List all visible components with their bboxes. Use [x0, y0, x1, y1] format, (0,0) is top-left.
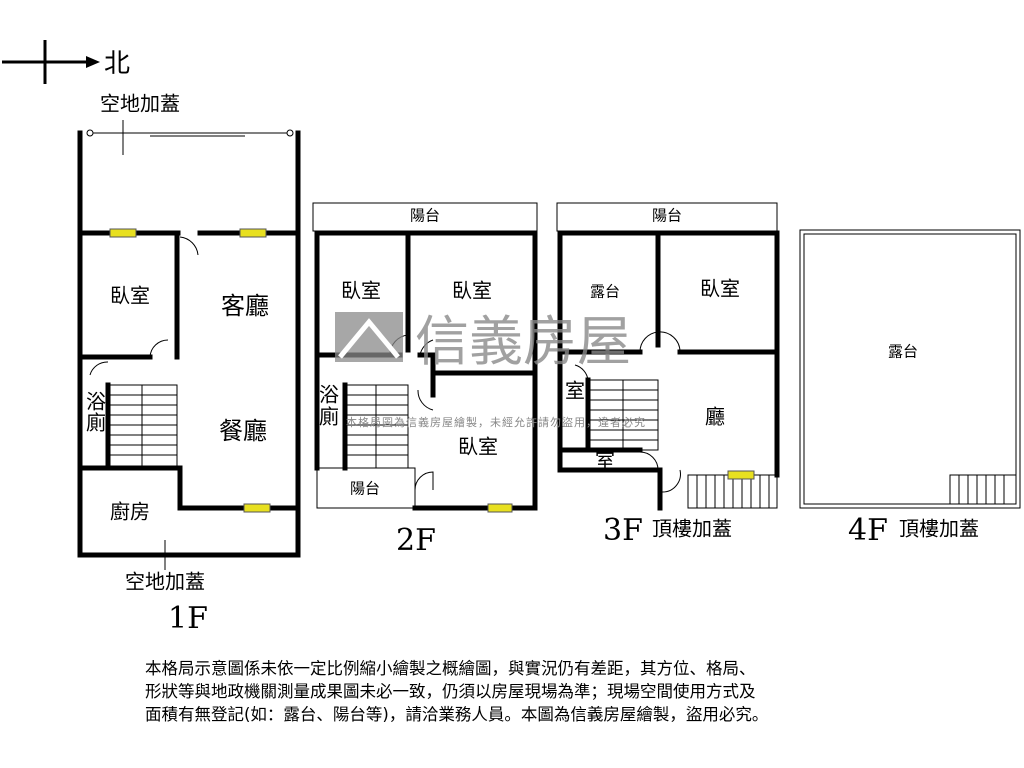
watermark-logo-text: 信義房屋 [415, 310, 631, 373]
floor-4f: 露台 4F 頂樓加蓋 [799, 229, 1021, 548]
rooftop-addition-label: 頂樓加蓋 [899, 517, 979, 541]
watermark: 信義房屋 本格局圖為信義房屋繪製，未經允許請勿盜用，違者必究 [335, 310, 646, 429]
terrace-label: 露台 [888, 343, 918, 361]
floor-3f: 陽台 露台 臥室 室 廳 室 3F 頂樓加蓋 [556, 202, 780, 548]
stairs-2f [342, 382, 409, 471]
bath-label-1: 浴 [319, 383, 339, 407]
hall-label: 廳 [705, 405, 725, 429]
top-yard-label: 空地加蓋 [100, 92, 180, 116]
balcony-bottom-label: 陽台 [350, 480, 380, 498]
floor-label-1f: 1F [168, 601, 208, 636]
room-a-label: 室 [565, 379, 585, 403]
bath-label-2: 廁 [86, 411, 106, 435]
living-room-label: 客廳 [221, 292, 269, 320]
bath-label-1: 浴 [86, 390, 106, 414]
bedroom-label: 臥室 [700, 277, 740, 301]
north-label: 北 [104, 49, 130, 79]
balcony-top-label: 陽台 [652, 207, 682, 225]
terrace-label: 露台 [590, 283, 620, 301]
compass: 北 [2, 40, 130, 84]
bedroom-c-label: 臥室 [458, 435, 498, 459]
disclaimer-line: 形狀等與地政機關測量成果圖未必一致，仍須以房屋現場為準；現場空間使用方式及 [145, 682, 756, 701]
north-arrow-icon [86, 56, 100, 68]
dining-room-label: 餐廳 [219, 417, 267, 445]
watermark-notice: 本格局圖為信義房屋繪製，未經允許請勿盜用，違者必究 [346, 415, 646, 429]
floor-label-4f: 4F [848, 513, 888, 548]
balcony-top-label: 陽台 [410, 207, 440, 225]
bedroom-label: 臥室 [110, 284, 150, 308]
stairs-3f [585, 377, 659, 453]
disclaimer-line: 本格局示意圖係未依一定比例縮小繪製之概繪圖，與實況仍有差距，其方位、格局、 [145, 659, 756, 678]
railing-4f [949, 474, 1017, 505]
bedroom-a-label: 臥室 [341, 279, 381, 303]
kitchen-label: 廚房 [110, 500, 150, 524]
bottom-yard-label: 空地加蓋 [125, 570, 205, 594]
floor-2f: 陽台 臥室 臥室 浴 廁 臥室 陽台 2F [312, 202, 538, 558]
room-b-label: 室 [595, 449, 615, 473]
floor-1f: 空地加蓋 臥室 客廳 浴 廁 餐廳 廚房 空地加蓋 1F [77, 92, 301, 636]
rooftop-addition-label: 頂樓加蓋 [652, 517, 732, 541]
disclaimer: 本格局示意圖係未依一定比例縮小繪製之概繪圖，與實況仍有差距，其方位、格局、 形狀… [145, 657, 768, 726]
stairs-1f [107, 384, 178, 469]
floor-label-3f: 3F [603, 513, 643, 548]
bedroom-b-label: 臥室 [452, 279, 492, 303]
floor-label-2f: 2F [396, 523, 436, 558]
bath-label-2: 廁 [319, 405, 339, 429]
disclaimer-line: 面積有無登記(如：露台、陽台等)，請洽業務人員。本圖為信義房屋繪製，盜用必究。 [145, 705, 769, 724]
railing-3f [687, 474, 778, 509]
